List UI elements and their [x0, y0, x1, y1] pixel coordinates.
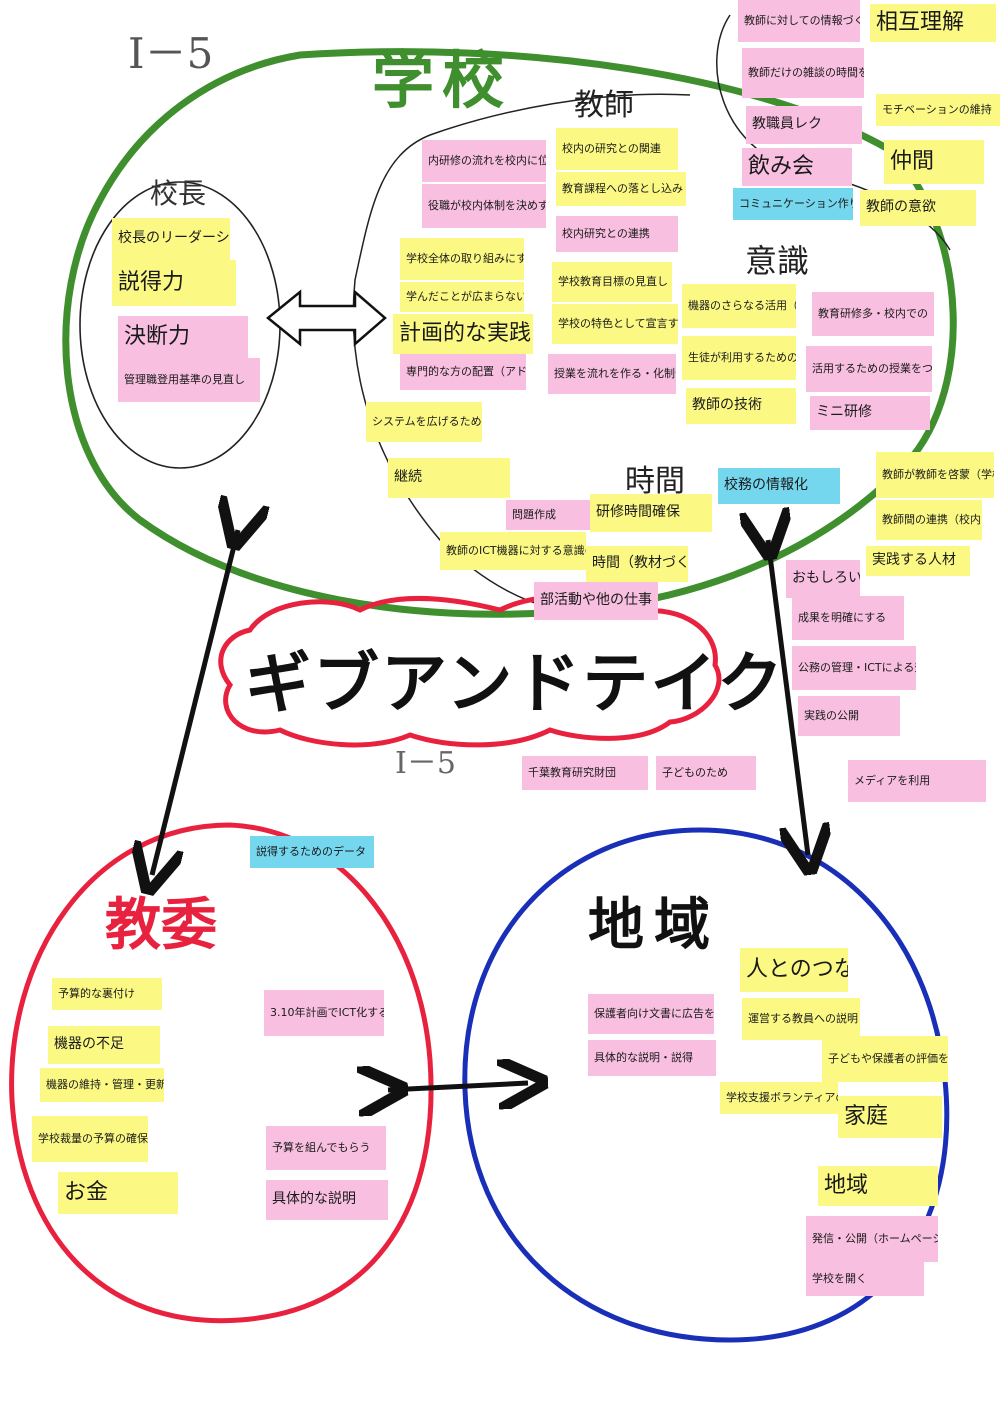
sticky-note: 説得するためのデータ	[250, 836, 374, 868]
sticky-note: 具体的な説明・説得	[588, 1040, 716, 1076]
sticky-note: 機器の不足	[48, 1026, 160, 1064]
sticky-note: 継続	[388, 458, 510, 498]
sticky-note: 千葉教育研究財団	[522, 756, 648, 790]
sticky-note: モチベーションの維持	[876, 94, 1000, 126]
sticky-note: 教師の技術	[686, 388, 796, 424]
sticky-note: 学校教育目標の見直し（具体的な）	[552, 262, 672, 302]
sticky-note: 相互理解	[870, 4, 996, 42]
sticky-note: 機器の維持・管理・更新	[40, 1068, 164, 1102]
sticky-note: 説得力	[112, 260, 236, 306]
sticky-note: 生徒が利用するための工夫	[682, 336, 796, 380]
sticky-note: 校長のリーダーシップ	[112, 218, 230, 260]
sticky-note: 具体的な説明	[266, 1180, 388, 1220]
sticky-note: 学校を開く	[806, 1262, 924, 1296]
sticky-note: 教師間の連携（校内・外・近隣）	[876, 500, 982, 540]
school-heading: 学校	[372, 44, 513, 117]
diagram-id-top: I－5	[128, 29, 214, 78]
sticky-note: 教師の意欲	[860, 190, 976, 226]
school-community-arrow	[768, 540, 808, 855]
sticky-note: 実践する人材	[866, 546, 970, 576]
sticky-note: コミュニケーション作り	[733, 188, 853, 220]
sticky-note: 学校の特色として宣言する（公言）	[552, 304, 678, 344]
sticky-note: 公務の管理・ICTによる効率化	[792, 646, 916, 690]
sticky-note: 問題作成	[506, 500, 590, 530]
sticky-note: 成果を明確にする	[792, 596, 904, 640]
sticky-note: 内研修の流れを校内に位置づける	[422, 140, 546, 182]
sticky-note: 仲間	[884, 140, 984, 184]
sticky-note: おもしろい！	[786, 560, 860, 598]
sticky-note: 教師が教師を啓蒙（学校の相互訪問）	[876, 452, 994, 498]
diagram-id-mid: I－5	[395, 746, 456, 781]
sticky-note: 計画的な実践	[393, 314, 533, 354]
sticky-note: 学校裁量の予算の確保	[32, 1116, 148, 1162]
sticky-note: 学んだことが広まらない	[400, 282, 524, 312]
sticky-note: 実践の公開	[798, 696, 900, 736]
sticky-note: 3.10年計画でICT化する	[264, 990, 384, 1036]
time-heading: 時間	[625, 464, 685, 499]
sticky-note: 教育研修多・校内での	[812, 292, 934, 336]
community-circle	[462, 827, 950, 1343]
sticky-note: 教師だけの雑談の時間をつくる	[742, 48, 864, 98]
sticky-note: 校内の研究との関連	[556, 128, 678, 170]
principal-heading: 校長	[150, 177, 207, 210]
sticky-note: 予算を組んでもらう	[266, 1126, 386, 1170]
sticky-note: 人とのつながり	[740, 948, 848, 992]
sticky-note: 研修時間確保	[590, 494, 712, 532]
awareness-heading: 意識	[745, 242, 810, 280]
sticky-note: 時間（教材づくり）	[586, 546, 688, 582]
sticky-note: 飲み会	[742, 148, 852, 186]
sticky-note: 家庭	[838, 1096, 942, 1138]
board-community-arrow	[388, 1083, 528, 1090]
give-and-take-title: ギブアンドテイク	[245, 645, 786, 722]
sticky-note: 授業を流れを作る・化制化する	[548, 354, 676, 394]
sticky-note: 役職が校内体制を決めず、プロジェクト化する	[422, 184, 546, 228]
sticky-note: 教育課程への落とし込み	[556, 172, 686, 206]
sticky-note: メディアを利用	[848, 760, 986, 802]
sticky-note: 学校支援ボランティアの活用	[720, 1082, 838, 1114]
sticky-note: 運営する教員への説明	[742, 998, 860, 1040]
sticky-note: 活用するための授業をつくる・見せる（授業公開）	[806, 346, 932, 392]
sticky-note: 発信・公開（ホームページ・Web上で公開）	[806, 1216, 938, 1262]
board-circle	[9, 822, 434, 1324]
sticky-note: 保護者向け文書に広告を	[588, 994, 714, 1034]
sticky-note: お金	[58, 1172, 178, 1214]
give-take-cloud	[218, 594, 722, 748]
sticky-note: システムを広げるための他校への説明	[366, 402, 482, 442]
sticky-note: 学校全体の取り組みにすること	[400, 238, 524, 280]
sticky-note: 子どもや保護者の評価を次の計画に活かす	[822, 1036, 948, 1082]
school-board-arrow	[152, 530, 238, 875]
sticky-note: ミニ研修	[810, 396, 930, 430]
sticky-note: 予算的な裏付け	[52, 978, 162, 1010]
sticky-note: 教師のICT機器に対する意識の差	[440, 532, 586, 570]
principal-center-arrow	[266, 289, 387, 347]
sticky-note: 教職員レク	[746, 106, 862, 144]
sticky-note: 機器のさらなる活用（教師・児童）	[682, 284, 796, 328]
sticky-note: 子どものため	[656, 756, 756, 790]
board-heading: 教委	[105, 893, 217, 958]
sticky-note: 地域	[818, 1166, 938, 1206]
sticky-note: 管理職登用基準の見直し	[118, 358, 260, 402]
sticky-note: 部活動や他の仕事	[534, 582, 658, 620]
sticky-note: 校務の情報化	[718, 468, 840, 504]
teachers-heading: 教師	[574, 88, 634, 123]
sticky-note: 教師に対しての情報づくりトレーニングの実施	[738, 0, 860, 42]
community-heading: 地域	[588, 893, 720, 958]
sticky-note: 専門的な方の配置（アドバイザー的）	[400, 354, 526, 390]
sticky-note: 決断力	[118, 316, 248, 358]
sticky-note: 校内研究との連携	[556, 216, 678, 252]
